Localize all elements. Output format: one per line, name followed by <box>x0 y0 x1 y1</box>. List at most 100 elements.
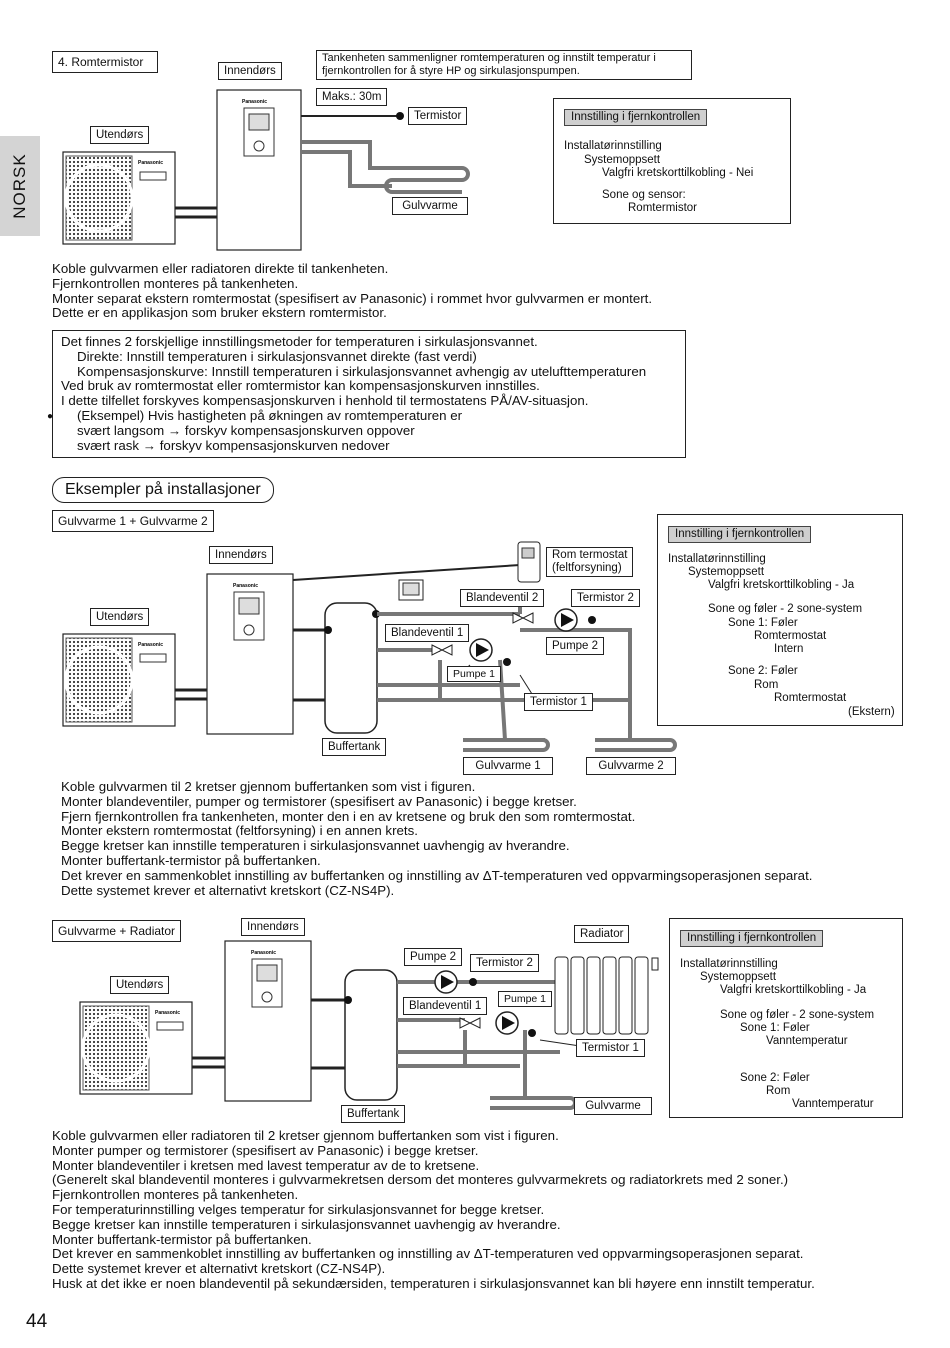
buffer-tank-label-2: Buffertank <box>322 738 387 756</box>
max-length-label: Maks.: 30m <box>316 88 388 106</box>
panel2-line: Intern <box>774 643 804 655</box>
panel2-line: Sone og føler - 2 sone-system <box>708 603 863 615</box>
info-line: svært langsom → forskyv kompensasjonskur… <box>77 422 415 438</box>
thermistor-2-label: Termistor 2 <box>571 589 640 607</box>
panel2-line: Sone 2: Føler <box>728 665 798 677</box>
text-line: Monter blandeventiler, pumper og termist… <box>61 793 577 809</box>
outdoor-label-3: Utendørs <box>110 976 170 994</box>
radiator-device <box>554 956 659 1035</box>
panel2-line: Systemoppsett <box>688 566 765 578</box>
indoor-brand-3: Panasonic <box>251 950 276 956</box>
pump-1-label-s3: Pumpe 1 <box>498 991 553 1007</box>
outdoor-brand-1: Panasonic <box>138 160 163 166</box>
page-number: 44 <box>26 1311 48 1332</box>
info-line: Det finnes 2 forskjellige innstillingsme… <box>61 334 538 349</box>
mixing-valve-2-icon <box>512 612 534 624</box>
panel3-title: Innstilling i fjernkontrollen <box>680 930 824 948</box>
pump-2-label-s3: Pumpe 2 <box>404 948 463 966</box>
indoor-unit-2 <box>206 573 294 735</box>
tank-note-line2: fjernkontrollen for å styre HP og sirkul… <box>322 65 580 77</box>
tank-note: Tankenheten sammenligner romtemperaturen… <box>316 50 692 80</box>
info-line: Kompensasjonskurve: Innstill temperature… <box>77 363 647 379</box>
section2-title: Gulvvarme 1 + Gulvvarme 2 <box>52 510 214 532</box>
info-line: I dette tilfellet forskyves kompensasjon… <box>61 393 589 409</box>
panel3-line: Sone 2: Føler <box>740 1072 810 1084</box>
room-thermostat-label: Rom termostat (feltforsyning) <box>546 547 634 577</box>
pump-2-label: Pumpe 2 <box>546 637 605 655</box>
panel3-line: Sone og føler - 2 sone-system <box>720 1009 875 1021</box>
indoor-unit-1 <box>216 89 302 251</box>
panel2-title: Innstilling i fjernkontrollen <box>668 526 812 544</box>
panel2-line: (Ekstern) <box>848 706 895 718</box>
thermistor-2-label-s3: Termistor 2 <box>470 954 539 972</box>
mixing-valve-1-label-s3: Blandeventil 1 <box>403 997 488 1015</box>
text-line: Monter buffertank-termistor på buffertan… <box>61 852 321 868</box>
text-line: Monter ekstern romtermostat (feltforsyni… <box>61 823 418 839</box>
floor-heating-1-label: Gulvvarme 1 <box>463 757 553 775</box>
panel3-line: Installatørinnstilling <box>680 958 778 970</box>
panel1-line: Romtermistor <box>628 202 698 214</box>
floor-heating-label-1: Gulvvarme <box>392 197 468 215</box>
panel2-line: Romtermostat <box>754 630 827 642</box>
panel2-line: Rom <box>754 679 779 691</box>
buffer-tank-3 <box>344 969 398 1101</box>
room-thermostat-line1: Rom termostat <box>552 549 628 561</box>
text-line: Begge kretser kan innstille temperaturen… <box>52 1216 561 1232</box>
panel3-line: Rom <box>766 1085 791 1097</box>
text-line: Begge kretser kan innstille temperaturen… <box>61 838 570 854</box>
section1-title: 4. Romtermistor <box>52 51 158 73</box>
text-line: For temperaturinnstilling velges tempera… <box>52 1201 545 1217</box>
floor-heating-2-label: Gulvvarme 2 <box>586 757 676 775</box>
panel1-line: Installatørinnstilling <box>564 140 662 152</box>
text-line: Monter blandeventiler i kretsen med lave… <box>52 1157 480 1173</box>
text-line: Koble gulvvarmen til 2 kretser gjennom b… <box>61 779 476 794</box>
mixing-valve-2-label: Blandeventil 2 <box>460 589 545 607</box>
section3-title: Gulvvarme + Radiator <box>52 920 182 942</box>
room-thermostat-device <box>517 541 541 583</box>
text-line: Fjernkontrollen monteres på tankenheten. <box>52 275 299 291</box>
thermistor-1-label-s3: Termistor 1 <box>576 1039 645 1057</box>
tank-note-line1: Tankenheten sammenligner romtemperaturen… <box>322 52 656 64</box>
language-tab: NORSK <box>0 136 40 236</box>
panel2-line: Installatørinnstilling <box>668 553 766 565</box>
text-line: Det krever en sammenkoblet innstilling a… <box>52 1246 804 1262</box>
room-thermostat-line2: (feltforsyning) <box>552 562 622 574</box>
panel3-line: Vanntemperatur <box>792 1098 874 1110</box>
section1-paragraph: Koble gulvvarmen eller radiatoren direkt… <box>52 261 653 321</box>
indoor-brand-2: Panasonic <box>233 583 258 589</box>
outdoor-unit-2 <box>62 633 176 727</box>
pump-1-label: Pumpe 1 <box>447 666 502 682</box>
remote-settings-panel-1: Innstilling i fjernkontrollen Installatø… <box>553 98 791 224</box>
radiator-label: Radiator <box>574 925 630 943</box>
text-line: Fjernkontrollen monteres på tankenheten. <box>52 1187 299 1203</box>
panel3-line: Vanntemperatur <box>766 1035 848 1047</box>
text-line: Det krever en sammenkoblet innstilling a… <box>61 867 813 883</box>
text-line: Dette systemet krever et alternativt kre… <box>52 1261 386 1277</box>
text-line: Monter buffertank-termistor på buffertan… <box>52 1231 312 1247</box>
indoor-label-3: Innendørs <box>241 918 305 936</box>
mixing-valve-icon-s3 <box>459 1017 481 1029</box>
outdoor-unit-3 <box>79 1001 193 1095</box>
text-line: Monter pumper og termistorer (spesifiser… <box>52 1142 479 1158</box>
pipes-1 <box>175 206 217 219</box>
outdoor-brand-2: Panasonic <box>138 642 163 648</box>
text-line: (Generelt skal blandeventil monteres i g… <box>52 1172 789 1188</box>
info-line: svært rask → forskyv kompensasjonskurven… <box>77 437 390 453</box>
text-line: Husk at det ikke er noen blandeventil på… <box>52 1275 815 1291</box>
indoor-label-1: Innendørs <box>218 62 282 80</box>
indoor-label-2: Innendørs <box>209 546 273 564</box>
buffer-tank-2 <box>324 602 378 734</box>
thermistor-1-label: Termistor 1 <box>524 693 593 711</box>
info-line: Direkte: Innstill temperaturen i sirkula… <box>77 348 477 364</box>
indoor-brand-1: Panasonic <box>242 99 267 105</box>
panel1-line: Sone og sensor: <box>602 189 686 201</box>
info-line: (Eksempel) Hvis hastigheten på økningen … <box>47 408 677 424</box>
panel2-line: Romtermostat <box>774 692 847 704</box>
floor-heating-label-3: Gulvvarme <box>574 1097 652 1115</box>
text-line: Fjern fjernkontrollen fra tankenheten, m… <box>61 808 636 824</box>
indoor-unit-3 <box>224 940 312 1102</box>
text-line: Monter separat ekstern romtermostat (spe… <box>52 290 653 306</box>
panel3-line: Sone 1: Føler <box>740 1022 810 1034</box>
mixing-valve-1-label: Blandeventil 1 <box>385 624 470 642</box>
panel3-line: Systemoppsett <box>700 971 777 983</box>
